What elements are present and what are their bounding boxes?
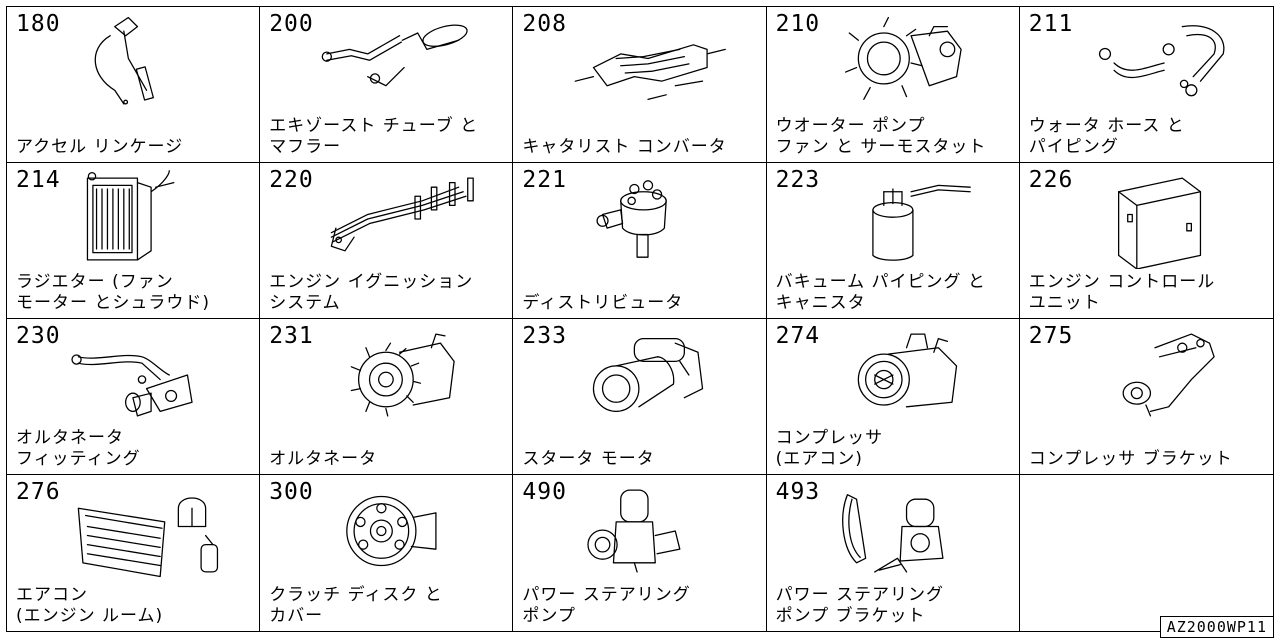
clutch-disc-icon — [310, 481, 480, 581]
section-code: 210 — [775, 11, 821, 37]
section-cell-211[interactable]: 211 ウォータ ホース と パイピング — [1019, 7, 1273, 163]
power-steering-pump-icon — [563, 481, 733, 581]
ac-compressor-icon — [817, 325, 987, 425]
section-label: バキューム パイピング と キャニスタ — [775, 272, 986, 313]
section-cell-274[interactable]: 274 コンプレッサ (エアコン) — [766, 319, 1020, 475]
exhaust-muffler-icon — [310, 13, 480, 113]
section-label: ディストリビュータ — [522, 293, 684, 313]
section-label: クラッチ ディスク と カバー — [269, 585, 443, 626]
section-label: ウオーター ポンプ ファン と サーモスタット — [775, 116, 987, 157]
water-hose-icon — [1070, 13, 1240, 113]
section-code: 180 — [16, 11, 61, 37]
section-cell-210[interactable]: 210 ウオーター ポンプ ファン と サーモスタット — [766, 7, 1020, 163]
section-cell-275[interactable]: 275 コンプレッサ ブラケット — [1019, 319, 1273, 475]
section-cell-220[interactable]: 220 エンジン イグニッション システム — [260, 163, 514, 319]
section-label: コンプレッサ ブラケット — [1028, 449, 1233, 469]
section-code: 211 — [1028, 11, 1074, 37]
section-cell-223[interactable]: 223 バキューム パイピング と キャニスタ — [766, 163, 1020, 319]
section-code: 231 — [269, 323, 314, 349]
section-code: 275 — [1028, 323, 1074, 349]
section-label: コンプレッサ (エアコン) — [775, 428, 884, 469]
section-cell-276[interactable]: 276 エアコン (エンジン ルーム) — [7, 475, 261, 631]
section-code: 230 — [16, 323, 61, 349]
section-cell-214[interactable]: 214 ラジエター (ファン モーター とシュラウド) — [7, 163, 261, 319]
section-cell-493[interactable]: 493 パワー ステアリング ポンプ ブラケット — [767, 475, 1020, 631]
section-cell-230[interactable]: 230 オルタネータ フィッティング — [7, 319, 261, 475]
pump-bracket-icon — [817, 481, 987, 581]
section-label: アクセル リンケージ — [16, 137, 184, 157]
section-code: 200 — [269, 11, 314, 37]
section-label: キャタリスト コンバータ — [522, 137, 727, 157]
section-label: エンジン コントロール ユニット — [1028, 272, 1216, 313]
section-cell-226[interactable]: 226 エンジン コントロール ユニット — [1019, 163, 1273, 319]
section-cell-490[interactable]: 490 パワー ステアリング ポンプ — [513, 475, 767, 631]
section-label: エキゾースト チューブ と マフラー — [269, 116, 479, 157]
section-code: 490 — [522, 479, 567, 505]
alternator-icon — [310, 325, 480, 425]
section-code: 223 — [775, 167, 821, 193]
compressor-bracket-icon — [1070, 325, 1240, 425]
section-code: 233 — [522, 323, 567, 349]
distributor-icon — [563, 169, 733, 269]
page-code: AZ2000WP11 — [1159, 616, 1274, 638]
ac-condenser-icon — [57, 481, 227, 581]
control-unit-icon — [1070, 169, 1240, 270]
ignition-wires-icon — [310, 169, 480, 269]
section-cell-231[interactable]: 231 オルタネータ — [260, 319, 514, 475]
section-code: 493 — [775, 479, 821, 505]
starter-motor-icon — [563, 325, 733, 425]
section-code: 221 — [522, 167, 567, 193]
radiator-icon — [57, 169, 227, 269]
canister-icon — [817, 169, 987, 269]
section-label: パワー ステアリング ポンプ — [522, 585, 691, 626]
section-cell-180[interactable]: 180 アクセル リンケージ — [7, 7, 261, 163]
section-code: 276 — [16, 479, 61, 505]
section-cell-221[interactable]: 221 ディストリビュータ — [513, 163, 767, 319]
section-code: 214 — [16, 167, 61, 193]
section-code: 274 — [775, 323, 821, 349]
section-code: 220 — [269, 167, 314, 193]
section-code: 208 — [522, 11, 567, 37]
catalytic-converter-icon — [563, 13, 733, 113]
empty-cell — [1020, 475, 1273, 631]
section-cell-208[interactable]: 208 キャタリスト コンバータ — [513, 7, 767, 163]
section-cell-200[interactable]: 200 エキゾースト チューブ と マフラー — [260, 7, 514, 163]
section-code: 300 — [269, 479, 314, 505]
accelerator-linkage-icon — [57, 13, 227, 113]
section-label: エンジン イグニッション システム — [269, 272, 474, 313]
section-label: エアコン (エンジン ルーム) — [16, 585, 164, 626]
section-label: ラジエター (ファン モーター とシュラウド) — [16, 272, 211, 313]
section-label: スタータ モータ — [522, 449, 655, 469]
section-cell-300[interactable]: 300 クラッチ ディスク と カバー — [260, 475, 514, 631]
parts-index-grid: 180 アクセル リンケージ 200 エキゾースト チューブ と マフラー 208 キャタ… — [6, 6, 1274, 632]
section-label: パワー ステアリング ポンプ ブラケット — [775, 585, 944, 626]
section-cell-233[interactable]: 233 スタータ モータ — [513, 319, 767, 475]
section-label: オルタネータ — [269, 449, 378, 469]
section-label: オルタネータ フィッティング — [16, 428, 141, 469]
section-code: 226 — [1028, 167, 1074, 193]
alternator-bracket-icon — [57, 325, 227, 425]
section-label: ウォータ ホース と パイピング — [1028, 116, 1185, 157]
water-pump-icon — [817, 13, 987, 113]
